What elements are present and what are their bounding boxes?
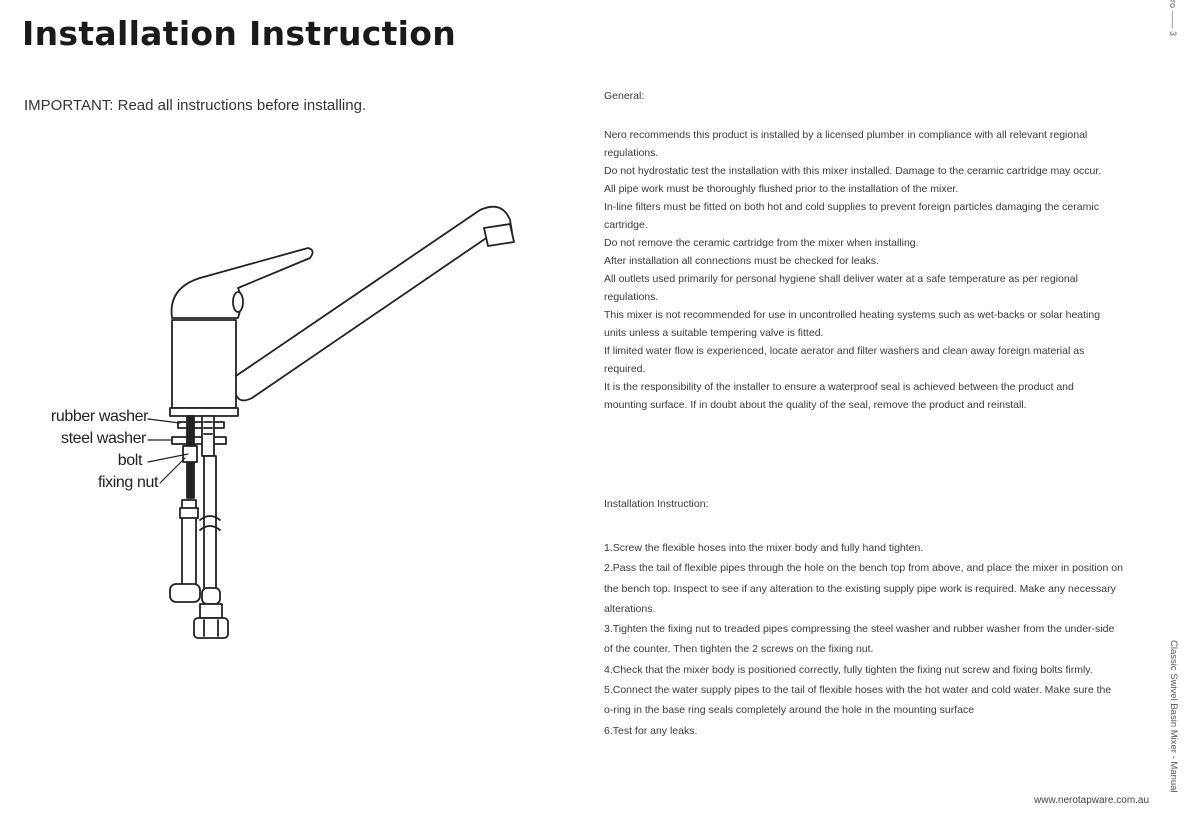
- installation-heading: Installation Instruction:: [604, 498, 709, 510]
- steel-washer-shape: [171, 436, 227, 445]
- mixer-illustration: [147, 205, 515, 639]
- label-fixing-nut: fixing nut: [97, 474, 158, 491]
- general-body: Nero recommends this product is installe…: [604, 126, 1154, 414]
- hose-end-left: [169, 583, 201, 603]
- nut-bottom: [199, 603, 223, 619]
- mixer-body: [171, 319, 237, 409]
- general-heading: General:: [604, 90, 645, 102]
- general-line: Do not remove the ceramic cartridge from…: [604, 237, 919, 249]
- side-page-marker: ro —— 3: [1168, 0, 1178, 37]
- base-plate: [169, 407, 239, 417]
- rubber-washer-shape: [177, 421, 225, 429]
- installation-line: 5.Connect the water supply pipes to the …: [604, 684, 1112, 697]
- general-line: cartridge.: [604, 219, 648, 231]
- installation-line: of the counter. Then tighten the 2 screw…: [604, 643, 874, 656]
- general-line: regulations.: [604, 291, 659, 303]
- important-notice: IMPORTANT: Read all instructions before …: [24, 97, 367, 114]
- installation-body: 1.Screw the flexible hoses into the mixe…: [604, 538, 1154, 741]
- connector-bottom: [193, 617, 229, 639]
- aerator: [483, 223, 515, 247]
- general-line: In-line filters must be fitted on both h…: [604, 201, 1099, 213]
- page-title: Installation Instruction: [22, 14, 457, 53]
- general-line: required.: [604, 363, 646, 375]
- general-line: Do not hydrostatic test the installation…: [604, 165, 1102, 177]
- general-line: It is the responsibility of the installe…: [604, 381, 1074, 393]
- side-manual-label: Classic Swivel Basin Mixer - Manual: [1168, 640, 1179, 793]
- general-line: All pipe work must be thoroughly flushed…: [604, 183, 959, 195]
- general-line: If limited water flow is experienced, lo…: [604, 345, 1085, 357]
- label-bolt: bolt: [117, 452, 143, 469]
- installation-line: 6.Test for any leaks.: [604, 724, 698, 737]
- footer-url: www.nerotapware.com.au: [1034, 795, 1150, 806]
- general-line: All outlets used primarily for personal …: [604, 273, 1078, 285]
- general-line: This mixer is not recommended for use in…: [604, 309, 1101, 321]
- installation-line: 4.Check that the mixer body is positione…: [604, 663, 1093, 676]
- general-line: units unless a suitable tempering valve …: [604, 327, 824, 339]
- general-line: mounting surface. If in doubt about the …: [604, 399, 1027, 411]
- hose-right: [203, 455, 217, 591]
- mixer-diagram: [40, 190, 540, 660]
- label-rubber-washer: rubber washer: [50, 408, 148, 425]
- installation-line: the bench top. Inspect to see if any alt…: [604, 582, 1116, 595]
- installation-line: 2.Pass the tail of flexible pipes throug…: [604, 562, 1123, 575]
- general-line: regulations.: [604, 147, 659, 159]
- handle-screw: [232, 291, 244, 313]
- label-steel-washer: steel washer: [60, 430, 146, 447]
- installation-line: 3.Tighten the fixing nut to treaded pipe…: [604, 623, 1115, 636]
- general-line: After installation all connections must …: [604, 255, 879, 267]
- installation-line: 1.Screw the flexible hoses into the mixe…: [604, 542, 924, 554]
- general-line: Nero recommends this product is installe…: [604, 129, 1088, 141]
- spout: [229, 205, 513, 402]
- installation-line: o-ring in the base ring seals completely…: [604, 704, 975, 717]
- installation-line: alterations.: [604, 602, 656, 615]
- fixing-nut-shape: [182, 445, 198, 463]
